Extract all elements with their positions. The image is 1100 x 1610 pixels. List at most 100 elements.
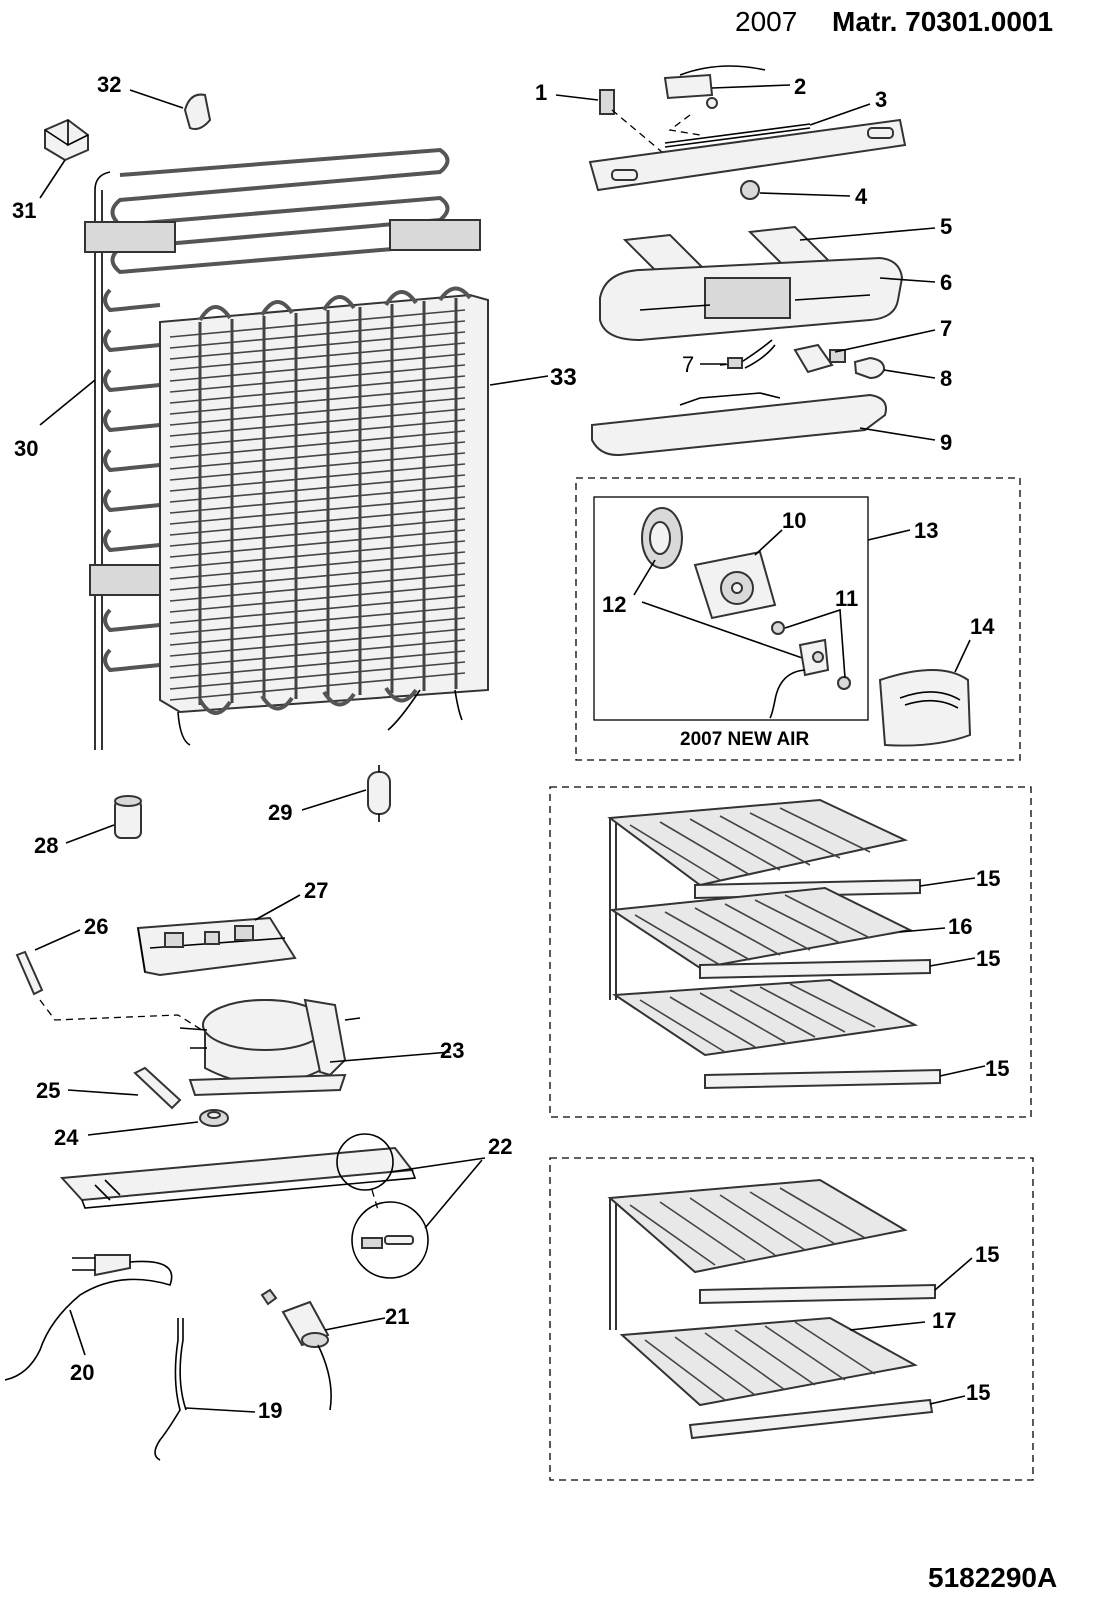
condenser-fin-line bbox=[169, 617, 466, 646]
condenser-fin-panel bbox=[159, 286, 489, 746]
label-11: 11 bbox=[835, 586, 858, 611]
model-number: Matr. 70301.0001 bbox=[832, 6, 1054, 37]
label-9: 9 bbox=[940, 430, 952, 455]
condenser-fin-line bbox=[169, 320, 466, 349]
compressor-23 bbox=[179, 998, 451, 1097]
label-2: 2 bbox=[794, 74, 806, 99]
label-15-mid: 15 bbox=[976, 946, 1000, 971]
condenser-fin-line bbox=[169, 551, 466, 580]
label-7-holder: 7 bbox=[940, 316, 952, 341]
label-24: 24 bbox=[54, 1125, 79, 1150]
label-21: 21 bbox=[385, 1304, 409, 1329]
label-22: 22 bbox=[488, 1134, 512, 1159]
label-4: 4 bbox=[855, 184, 868, 209]
condenser-fin-line bbox=[169, 419, 466, 448]
condenser-fin-line bbox=[169, 353, 466, 382]
condenser-fin-line bbox=[169, 661, 466, 690]
label-30: 30 bbox=[14, 436, 38, 461]
label-17: 17 bbox=[932, 1308, 956, 1333]
label-15-bottom: 15 bbox=[985, 1056, 1009, 1081]
shelf-16-set bbox=[607, 798, 986, 1090]
condenser-fin-line bbox=[169, 331, 466, 360]
condenser-fin-line bbox=[169, 628, 466, 657]
label-7-wire: 7 bbox=[682, 352, 694, 377]
condenser-fin-line bbox=[169, 386, 466, 415]
condenser-fin-line bbox=[169, 474, 466, 503]
grommet-24 bbox=[87, 1109, 229, 1136]
fan-kit-group-13 bbox=[575, 477, 1021, 761]
label-31: 31 bbox=[12, 198, 36, 223]
label-12: 12 bbox=[602, 592, 626, 617]
label-16: 16 bbox=[948, 914, 972, 939]
drawing-reference: 5182290A bbox=[928, 1562, 1058, 1593]
condenser-fin-line bbox=[169, 496, 466, 525]
condenser-fin-line bbox=[169, 397, 466, 426]
condenser-fin-line bbox=[169, 452, 466, 481]
label-27: 27 bbox=[304, 878, 328, 903]
label-10: 10 bbox=[782, 508, 806, 533]
label-15-lower: 15 bbox=[966, 1380, 990, 1405]
knob-4 bbox=[740, 180, 851, 200]
label-25: 25 bbox=[36, 1078, 60, 1103]
bulb-8 bbox=[853, 356, 936, 380]
condenser-coil bbox=[84, 147, 481, 750]
condenser-fin-line bbox=[169, 606, 466, 635]
shelf-group-2 bbox=[549, 1157, 1034, 1481]
condenser-fin-line bbox=[169, 672, 466, 701]
label-13: 13 bbox=[914, 518, 938, 543]
condenser-fin-line bbox=[169, 562, 466, 591]
fan-wheel-12 bbox=[633, 507, 809, 661]
lamp-cover-9 bbox=[591, 392, 936, 457]
condenser-fin-line bbox=[169, 639, 466, 668]
condenser-fin-line bbox=[169, 430, 466, 459]
condenser-fin-line bbox=[169, 342, 466, 371]
label-8: 8 bbox=[940, 366, 952, 391]
sleeve-28 bbox=[65, 795, 142, 844]
condenser-fin-line bbox=[169, 408, 466, 437]
label-29: 29 bbox=[268, 800, 292, 825]
condenser-fin-line bbox=[169, 364, 466, 393]
condenser-fin-line bbox=[169, 463, 466, 492]
label-26: 26 bbox=[84, 914, 108, 939]
condenser-fin-line bbox=[169, 375, 466, 404]
new-air-caption: 2007 NEW AIR bbox=[680, 729, 809, 750]
condenser-fin-line bbox=[169, 441, 466, 470]
condenser-fin-line bbox=[169, 518, 466, 547]
sensor-19 bbox=[154, 1318, 256, 1461]
bracket-25 bbox=[67, 1066, 182, 1110]
label-5: 5 bbox=[940, 214, 952, 239]
label-15-top: 15 bbox=[976, 866, 1000, 891]
label-6: 6 bbox=[940, 270, 952, 295]
condenser-fin-line bbox=[169, 584, 466, 613]
label-23: 23 bbox=[440, 1038, 464, 1063]
condenser-fin-line bbox=[169, 485, 466, 514]
control-bracket-3 bbox=[588, 103, 907, 192]
fan-cover-14 bbox=[878, 639, 972, 747]
condenser-fin-line bbox=[169, 540, 466, 569]
condenser-fin-line bbox=[169, 529, 466, 558]
fan-housing-6 bbox=[599, 256, 936, 342]
power-cord-20 bbox=[4, 1254, 173, 1381]
label-15-upper: 15 bbox=[975, 1242, 999, 1267]
pin-26 bbox=[15, 929, 206, 1033]
condenser-fin-line bbox=[169, 309, 466, 338]
condenser-leaders bbox=[39, 375, 549, 426]
label-19: 19 bbox=[258, 1398, 282, 1423]
label-20: 20 bbox=[70, 1360, 94, 1385]
motor-bracket-11 bbox=[769, 608, 851, 719]
condenser-fin-line bbox=[169, 573, 466, 602]
condenser-fin-line bbox=[169, 507, 466, 536]
fan-motor-10 bbox=[693, 529, 783, 620]
capacitor-21 bbox=[260, 1288, 386, 1411]
label-33: 33 bbox=[550, 364, 577, 391]
base-plate-22 bbox=[59, 1133, 486, 1279]
diagram-year: 2007 bbox=[735, 6, 798, 37]
shelf-17-set bbox=[607, 1178, 973, 1440]
compressor-cover-27 bbox=[136, 894, 301, 977]
end-cap-31 bbox=[39, 118, 89, 199]
label-32: 32 bbox=[97, 72, 121, 97]
shelf-group-1 bbox=[549, 786, 1032, 1118]
condenser-fin-line bbox=[169, 595, 466, 624]
clip-32 bbox=[129, 89, 212, 130]
thermostat-2 bbox=[663, 65, 791, 136]
